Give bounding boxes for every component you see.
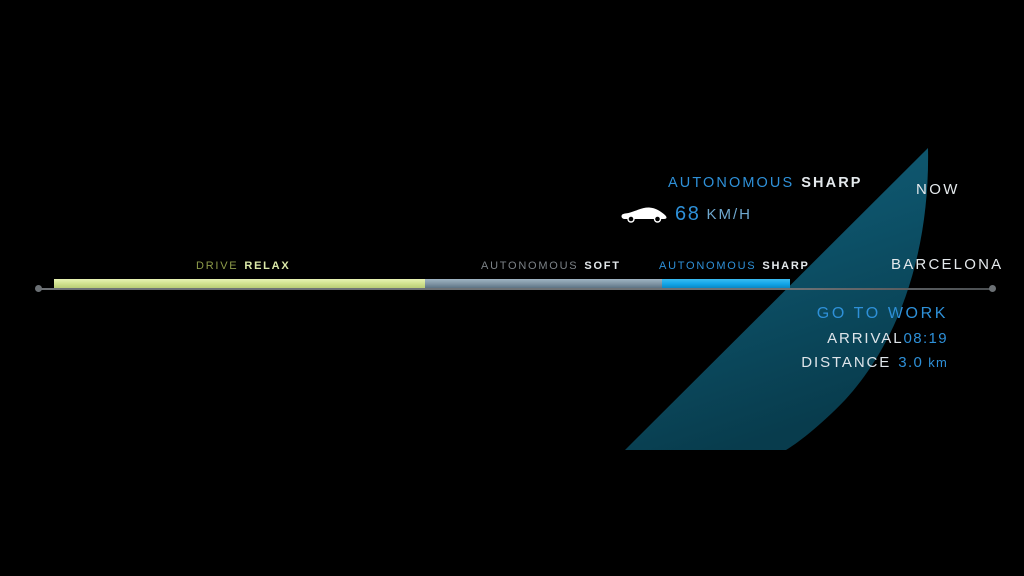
speed-readout: 68 KM/H — [620, 203, 752, 226]
slider-label-sharp-primary: AUTONOMOUS — [659, 260, 757, 272]
status-mode-label: AUTONOMOUS SHARP — [668, 175, 968, 191]
speed-unit: KM/H — [706, 206, 752, 223]
status-mode-secondary: SHARP — [801, 175, 863, 191]
trip-distance-label: DISTANCE — [801, 354, 892, 371]
slider-left-endpoint — [35, 285, 42, 292]
slider-segment-relax[interactable] — [54, 279, 425, 288]
trip-info-panel: GO TO WORK ARRIVAL08:19 DISTANCE 3.0 km — [600, 305, 948, 371]
trip-distance-unit: km — [928, 355, 948, 370]
trip-destination[interactable]: GO TO WORK — [816, 305, 948, 322]
slider-label-sharp-secondary: SHARP — [762, 260, 810, 272]
status-mode-primary: AUTONOMOUS — [668, 175, 795, 191]
slider-label-relax[interactable]: DRIVE RELAX — [196, 260, 290, 272]
trip-arrival-label: ARRIVAL — [827, 330, 904, 347]
trip-arrival-value: 08:19 — [903, 330, 948, 347]
trip-distance-row: DISTANCE 3.0 km — [600, 354, 948, 371]
slider-label-soft-secondary: SOFT — [584, 260, 621, 272]
slider-segment-sharp[interactable] — [662, 279, 790, 288]
now-label: NOW — [916, 181, 960, 198]
slider-label-sharp[interactable]: AUTONOMOUS SHARP — [659, 260, 810, 272]
drive-mode-status: AUTONOMOUS SHARP 68 KM/H — [620, 175, 920, 225]
trip-distance-value: 3.0 — [898, 354, 924, 371]
slider-right-endpoint — [989, 285, 996, 292]
slider-track-baseline — [38, 288, 995, 290]
speed-value: 68 — [675, 203, 701, 225]
city-label: BARCELONA — [891, 256, 1004, 273]
car-side-icon — [621, 207, 667, 223]
slider-label-soft-primary: AUTONOMOUS — [481, 260, 579, 272]
slider-label-soft[interactable]: AUTONOMOUS SOFT — [481, 260, 621, 272]
slider-segment-soft[interactable] — [425, 279, 662, 288]
slider-label-relax-primary: DRIVE — [196, 260, 239, 272]
trip-arrival-row: ARRIVAL08:19 — [600, 330, 948, 347]
slider-label-relax-secondary: RELAX — [244, 260, 291, 272]
